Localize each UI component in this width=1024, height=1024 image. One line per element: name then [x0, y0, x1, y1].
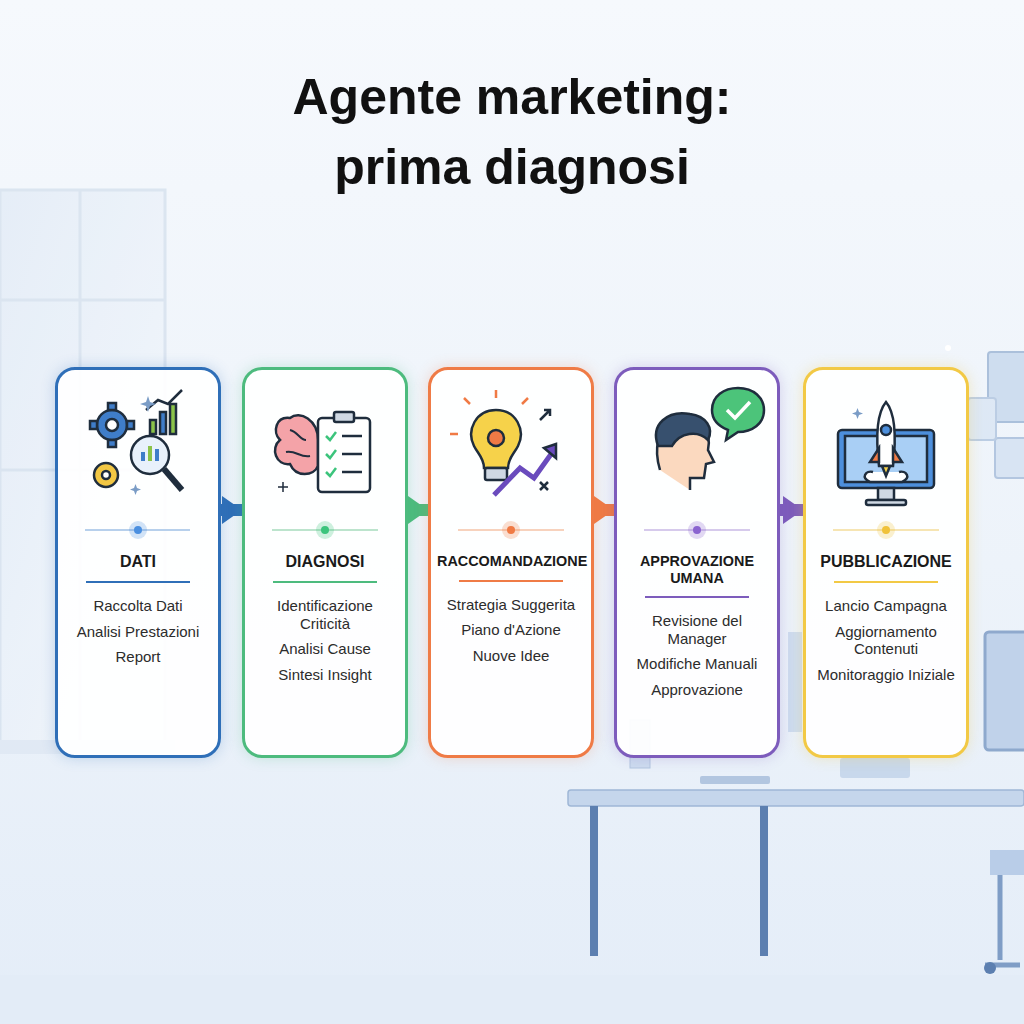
heading-rule	[459, 580, 563, 582]
diagram-title: Agente marketing: prima diagnosi	[262, 62, 762, 202]
step-item: Monitoraggio Iniziale	[812, 666, 960, 684]
desk	[568, 790, 1024, 974]
step-heading: PUBBLICAZIONE	[812, 553, 960, 571]
heading-rule	[273, 581, 377, 583]
heading-rule	[645, 596, 749, 598]
flow-arrow	[594, 504, 614, 516]
process-box: PUBBLICAZIONE Lancio CampagnaAggiornament…	[803, 367, 969, 758]
step-item: Revisione del Manager	[623, 612, 771, 647]
step-heading: DIAGNOSI	[251, 553, 399, 571]
flow-arrow	[780, 504, 803, 516]
step-item: Report	[64, 648, 212, 666]
flow-arrow	[221, 504, 242, 516]
step-item: Sintesi Insight	[251, 666, 399, 684]
process-box: DATI Raccolta DatiAnalisi PrestazioniRepo…	[55, 367, 221, 758]
step-item: Strategia Suggerita	[437, 596, 585, 614]
step-item: Nuove Idee	[437, 647, 585, 665]
step-heading: DATI	[64, 553, 212, 571]
step-heading: RACCOMANDAZIONE	[437, 553, 585, 570]
step-item: Piano d'Azione	[437, 621, 585, 639]
step-item: Analisi Cause	[251, 640, 399, 658]
step-item: Raccolta Dati	[64, 597, 212, 615]
process-box: APPROVAZIONE UMANA Revisione del ManagerM…	[614, 367, 780, 758]
step-item: Modifiche Manuali	[623, 655, 771, 673]
step-item: Analisi Prestazioni	[64, 623, 212, 641]
step-item: Aggiornamento Contenuti	[812, 623, 960, 658]
step-item: Lancio Campagna	[812, 597, 960, 615]
process-box: DIAGNOSI Identificazione CriticitàAnalisi…	[242, 367, 408, 758]
process-box: RACCOMANDAZIONE Strategia SuggeritaPiano …	[428, 367, 594, 758]
step-item: Approvazione	[623, 681, 771, 699]
flow-arrow	[408, 504, 428, 516]
heading-rule	[86, 581, 190, 583]
step-item: Identificazione Criticità	[251, 597, 399, 632]
heading-rule	[834, 581, 938, 583]
step-heading: APPROVAZIONE UMANA	[623, 553, 771, 586]
